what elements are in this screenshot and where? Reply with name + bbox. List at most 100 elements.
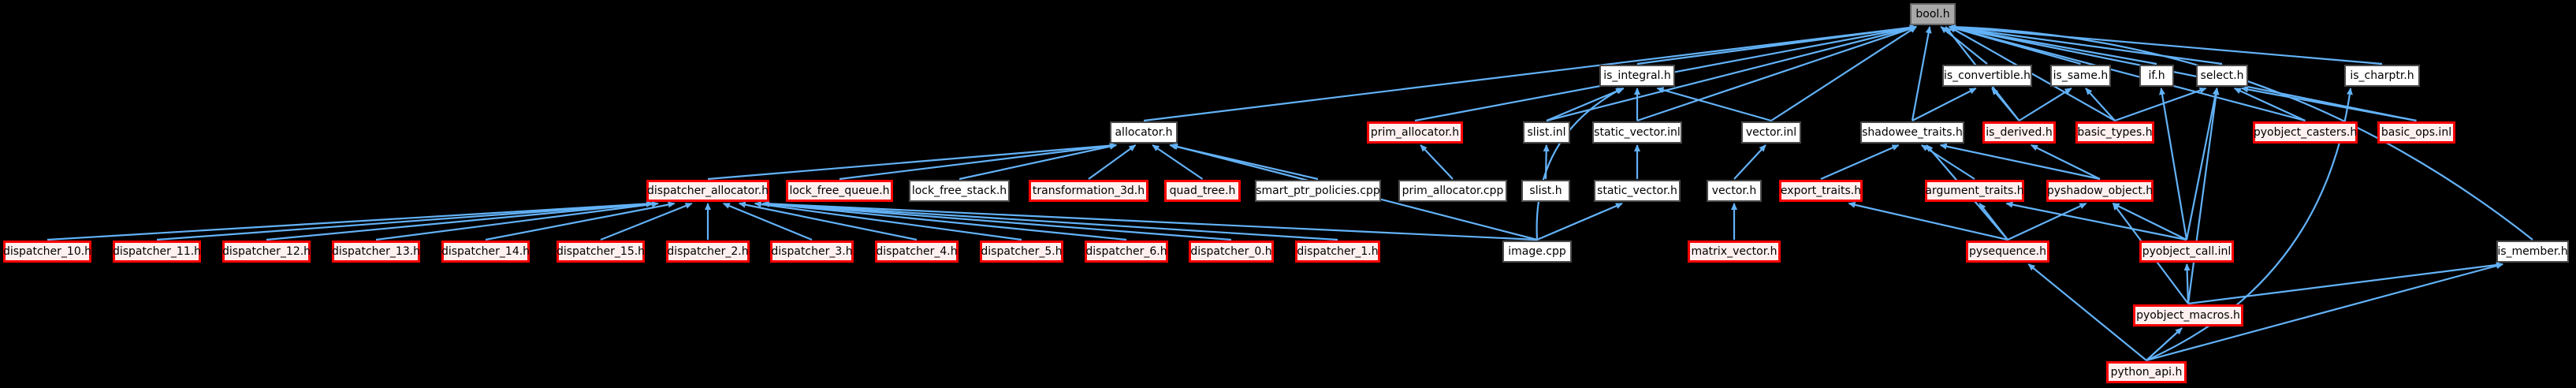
graph-node-python_api_h[interactable]: python_api.h (2106, 361, 2187, 383)
graph-edge-dispatcher_15_h-to-dispatcher_allocator_h (600, 202, 693, 241)
graph-edge-basic_ops_inl-to-select_h (2241, 86, 2417, 122)
graph-node-prim_allocator_cpp[interactable]: prim_allocator.cpp (1398, 180, 1507, 202)
graph-node-dispatcher_1_h[interactable]: dispatcher_1.h (1295, 241, 1380, 263)
graph-edge-python_api_h-to-pysequence_h (2027, 263, 2147, 361)
graph-node-lock_free_queue_h[interactable]: lock_free_queue.h (786, 180, 893, 202)
graph-node-shadowee_traits_h[interactable]: shadowee_traits.h (1860, 121, 1964, 144)
graph-edge-basic_ops_inl-to-bool_h (1949, 24, 2417, 122)
graph-node-is_charptr_h[interactable]: is_charptr.h (2344, 65, 2420, 87)
graph-edge-shadowee_traits_h-to-bool_h (1911, 26, 1932, 121)
graph-edge-image_cpp-to-is_integral_h (1536, 88, 1623, 241)
graph-edge-dispatcher_12_h-to-dispatcher_allocator_h (266, 200, 653, 241)
graph-edge-dispatcher_11_h-to-dispatcher_allocator_h (156, 200, 653, 241)
graph-node-pyshadow_object_h[interactable]: pyshadow_object.h (2046, 180, 2153, 202)
graph-edge-static_vector_inl-to-bool_h (1636, 25, 1917, 122)
graph-node-argument_traits_h[interactable]: argument_traits.h (1925, 180, 2024, 202)
graph-node-select_h[interactable]: select.h (2196, 65, 2248, 87)
graph-node-pysequence_h[interactable]: pysequence.h (1966, 241, 2049, 263)
graph-edge-dispatcher_1_h-to-dispatcher_allocator_h (762, 200, 1338, 241)
graph-node-dispatcher_6_h[interactable]: dispatcher_6.h (1085, 241, 1168, 263)
graph-node-transformation_3d_h[interactable]: transformation_3d.h (1029, 180, 1148, 202)
graph-edge-pyobject_call_inl-to-if_h (2159, 88, 2188, 241)
graph-node-is_same_h[interactable]: is_same.h (2050, 65, 2111, 87)
graph-node-dispatcher_4_h[interactable]: dispatcher_4.h (875, 241, 959, 263)
graph-edge-lock_free_stack_h-to-allocator_h (959, 143, 1117, 181)
graph-node-dispatcher_3_h[interactable]: dispatcher_3.h (770, 241, 854, 263)
graph-node-bool_h[interactable]: bool.h (1910, 3, 1956, 25)
graph-node-pyobject_casters_h[interactable]: pyobject_casters.h (2253, 121, 2358, 144)
graph-node-if_h[interactable]: if.h (2139, 65, 2174, 87)
graph-node-dispatcher_13_h[interactable]: dispatcher_13.h (332, 241, 420, 263)
graph-node-dispatcher_2_h[interactable]: dispatcher_2.h (666, 241, 750, 263)
graph-edge-image_cpp-to-dispatcher_allocator_h (762, 200, 1538, 241)
graph-edge-vector_h-to-vector_inl (1733, 144, 1766, 180)
graph-edge-basic_types_h-to-select_h (2114, 87, 2207, 122)
graph-node-dispatcher_allocator_h[interactable]: dispatcher_allocator.h (646, 180, 769, 202)
graph-edge-dispatcher_0_h-to-dispatcher_allocator_h (762, 200, 1232, 241)
graph-node-vector_h[interactable]: vector.h (1707, 180, 1762, 202)
graph-node-dispatcher_0_h[interactable]: dispatcher_0.h (1189, 241, 1274, 263)
graph-edge-prim_allocator_cpp-to-prim_allocator_h (1420, 144, 1454, 180)
graph-node-is_derived_h[interactable]: is_derived.h (1982, 121, 2056, 144)
graph-edge-allocator_h-to-bool_h (1143, 24, 1917, 122)
graph-edge-dispatcher_4_h-to-dispatcher_allocator_h (738, 201, 918, 241)
graph-edge-transformation_3d_h-to-allocator_h (1088, 144, 1137, 180)
graph-edge-pyobject_call_inl-to-argument_traits_h (2005, 201, 2187, 241)
graph-edge-pyobject_macros_h-to-pyobject_call_inl (2183, 263, 2191, 304)
graph-node-pyobject_macros_h[interactable]: pyobject_macros.h (2133, 304, 2243, 326)
graph-node-dispatcher_15_h[interactable]: dispatcher_15.h (557, 241, 645, 263)
graph-node-dispatcher_5_h[interactable]: dispatcher_5.h (980, 241, 1063, 263)
graph-edge-pyobject_call_inl-to-pyshadow_object_h (2112, 203, 2187, 241)
graph-node-pyobject_call_inl[interactable]: pyobject_call.inl (2139, 241, 2234, 263)
graph-edge-pyobject_call_inl-to-select_h (2185, 88, 2219, 241)
graph-node-dispatcher_12_h[interactable]: dispatcher_12.h (222, 241, 311, 263)
graph-edge-pyshadow_object_h-to-shadowee_traits_h (1939, 143, 2101, 181)
graph-node-allocator_h[interactable]: allocator.h (1110, 121, 1178, 144)
graph-edge-dispatcher_13_h-to-dispatcher_allocator_h (375, 201, 659, 241)
graph-edge-slist_inl-to-is_integral_h (1546, 87, 1625, 122)
graph-node-static_vector_h[interactable]: static_vector.h (1594, 180, 1681, 202)
graph-edge-dispatcher_5_h-to-dispatcher_allocator_h (754, 201, 1022, 241)
graph-edge-is_member_h-to-bool_h (1949, 24, 2533, 241)
graph-edge-pysequence_h-to-export_traits_h (1848, 201, 2008, 241)
graph-edge-pysequence_h-to-argument_traits_h (1979, 203, 2008, 241)
graph-edge-select_h-to-bool_h (1949, 24, 2223, 65)
graph-node-matrix_vector_h[interactable]: matrix_vector.h (1688, 241, 1781, 263)
graph-edge-dispatcher_14_h-to-dispatcher_allocator_h (485, 201, 676, 241)
graph-node-dispatcher_14_h[interactable]: dispatcher_14.h (441, 241, 530, 263)
graph-edge-quad_tree_h-to-allocator_h (1152, 144, 1204, 180)
graph-node-is_member_h[interactable]: is_member.h (2496, 241, 2569, 263)
graph-node-static_vector_inl[interactable]: static_vector.inl (1592, 121, 1682, 144)
graph-node-dispatcher_11_h[interactable]: dispatcher_11.h (113, 241, 201, 263)
graph-node-dispatcher_10_h[interactable]: dispatcher_10.h (3, 241, 91, 263)
graph-edge-vector_inl-to-is_integral_h (1656, 87, 1772, 122)
graph-node-prim_allocator_h[interactable]: prim_allocator.h (1367, 121, 1463, 144)
graph-edge-pyshadow_object_h-to-is_derived_h (2030, 144, 2101, 180)
graph-edge-export_traits_h-to-shadowee_traits_h (1820, 144, 1900, 181)
graph-node-export_traits_h[interactable]: export_traits.h (1779, 180, 1863, 202)
graph-node-is_convertible_h[interactable]: is_convertible.h (1942, 65, 2032, 87)
graph-node-smart_ptr_policies_cpp[interactable]: smart_ptr_policies.cpp (1255, 180, 1381, 202)
graph-node-basic_ops_inl[interactable]: basic_ops.inl (2377, 121, 2455, 144)
graph-node-image_cpp[interactable]: image.cpp (1502, 241, 1572, 263)
graph-node-slist_h[interactable]: slist.h (1521, 180, 1570, 202)
graph-edge-pyobject_casters_h-to-select_h (2233, 87, 2306, 122)
graph-edge-is_derived_h-to-is_convertible_h (1991, 88, 2020, 121)
graph-edge-pyobject_macros_h-to-is_member_h (2187, 262, 2503, 305)
graph-node-lock_free_stack_h[interactable]: lock_free_stack.h (909, 180, 1010, 202)
graph-node-quad_tree_h[interactable]: quad_tree.h (1164, 180, 1241, 202)
graph-edge-python_api_h-to-is_member_h (2146, 263, 2503, 362)
graph-node-vector_inl[interactable]: vector.inl (1741, 121, 1801, 144)
graph-edge-basic_types_h-to-is_same_h (2085, 88, 2116, 121)
graph-edge-pyobject_casters_h-to-bool_h (1949, 25, 2306, 122)
graph-edge-dispatcher_10_h-to-dispatcher_allocator_h (47, 200, 653, 241)
graph-edge-pysequence_h-to-pyshadow_object_h (2007, 203, 2087, 241)
graph-edge-slist_inl-to-bool_h (1546, 25, 1917, 122)
graph-edge-dispatcher_allocator_h-to-allocator_h (707, 142, 1117, 181)
graph-node-is_integral_h[interactable]: is_integral.h (1599, 65, 1675, 87)
graph-edge-shadowee_traits_h-to-is_convertible_h (1912, 88, 1977, 121)
graph-edge-is_integral_h-to-bool_h (1636, 24, 1917, 65)
graph-node-basic_types_h[interactable]: basic_types.h (2075, 121, 2154, 144)
graph-node-slist_inl[interactable]: slist.inl (1523, 121, 1570, 144)
